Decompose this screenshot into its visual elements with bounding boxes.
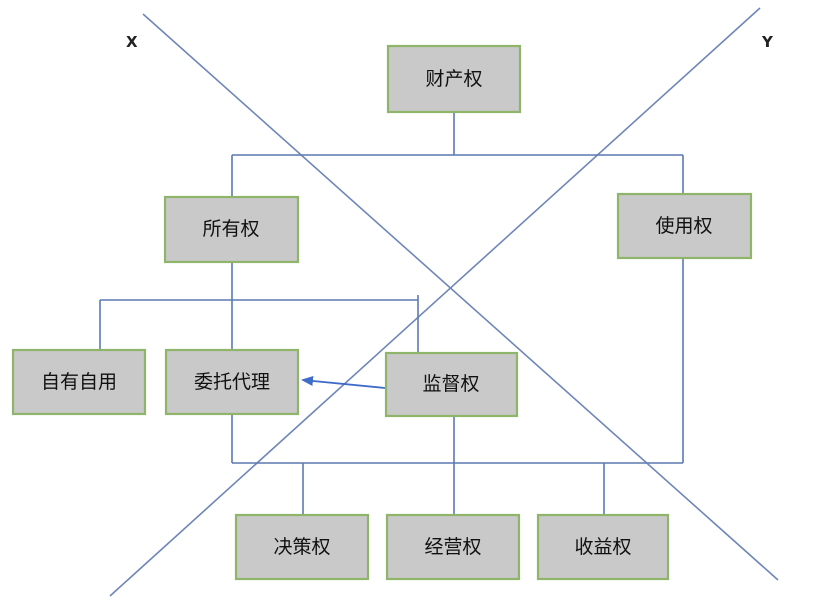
node-supervision-right: 监督权 [384, 351, 519, 418]
node-usage-right: 使用权 [616, 192, 753, 260]
node-label: 决策权 [273, 536, 330, 558]
diagonal-line-x [142, 13, 779, 581]
node-self-use: 自有自用 [11, 348, 147, 416]
node-ownership: 所有权 [163, 195, 300, 264]
node-decision-right: 决策权 [234, 513, 370, 581]
node-income-right: 收益权 [536, 513, 670, 581]
node-entrusted-agency: 委托代理 [164, 348, 300, 416]
node-label: 自有自用 [41, 371, 117, 393]
axis-label-x: X [126, 33, 138, 51]
node-label: 监督权 [422, 373, 479, 395]
node-label: 经营权 [424, 536, 481, 558]
node-property-rights: 财产权 [386, 44, 522, 114]
node-operation-right: 经营权 [385, 513, 521, 581]
node-label: 收益权 [574, 536, 631, 558]
supervision-arrow [301, 375, 386, 389]
node-label: 使用权 [655, 215, 712, 237]
node-label: 财产权 [425, 68, 482, 90]
diagonal-line-y [109, 7, 761, 597]
axis-label-y: Y [761, 33, 774, 51]
node-label: 委托代理 [194, 371, 270, 393]
connector-lines [99, 112, 684, 515]
node-label: 所有权 [202, 218, 259, 240]
